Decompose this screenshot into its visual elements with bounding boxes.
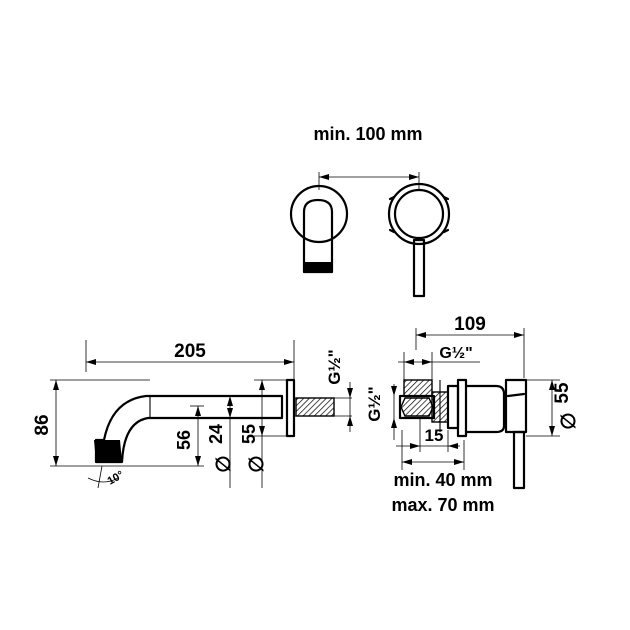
thread-top-label: G½" xyxy=(439,345,472,362)
spout-side-view: 205 86 10° xyxy=(32,340,353,489)
rosette-diameter-label: 55 xyxy=(239,424,259,444)
spout-thread xyxy=(294,397,352,417)
depth-dimension: 109 xyxy=(415,314,525,378)
mixer-side-view: 109 G½" G½" xyxy=(365,314,580,515)
wall-max-label: max. 70 mm xyxy=(391,495,494,515)
length-label: 205 xyxy=(174,341,206,362)
rosette-diameter-dimension: ∅ 55 xyxy=(239,379,287,488)
thread-side-dimension: G½" xyxy=(365,384,397,440)
thread-top-dimension: G½" xyxy=(398,345,480,380)
mixer-rosette-diameter-label: 55 xyxy=(552,382,573,404)
mixer-rosette-diameter-dimension: 55 ∅ xyxy=(526,379,580,437)
angle-dimension: 10° xyxy=(87,465,126,489)
spout-diameter-label: 24 xyxy=(206,424,226,444)
mixer-front xyxy=(387,182,451,298)
offset-label: 15 xyxy=(425,426,444,445)
thread-label: G½" xyxy=(325,349,344,384)
angle-label: 10° xyxy=(106,469,126,488)
height-dimension: 86 xyxy=(32,379,150,467)
spacing-label: min. 100 mm xyxy=(313,124,422,144)
wall-depth-dimension: min. 40 mm max. 70 mm xyxy=(391,430,495,515)
spacing-dimension xyxy=(318,172,420,190)
spout-diameter-symbol: ∅ xyxy=(213,455,235,472)
depth-label: 109 xyxy=(454,314,486,335)
length-dimension: 205 xyxy=(85,340,295,380)
valve-body xyxy=(398,379,460,432)
spout-rosette xyxy=(285,378,296,438)
spout-body xyxy=(94,394,284,464)
spout-front xyxy=(289,184,349,274)
rosette-diameter-symbol: ∅ xyxy=(246,455,268,472)
mixer-rosette-diameter-symbol: ∅ xyxy=(558,412,580,429)
height-label: 86 xyxy=(32,414,53,435)
spout-tip xyxy=(94,440,122,462)
front-view: min. 100 mm xyxy=(289,124,451,298)
drop-label: 56 xyxy=(174,430,194,450)
thread-dimension: G½" xyxy=(325,349,353,432)
spout-diameter-dimension: ∅ 24 xyxy=(206,396,235,488)
drop-dimension: 56 xyxy=(110,405,204,467)
mixer-handle xyxy=(456,378,528,490)
offset-dimension: 15 xyxy=(396,418,460,452)
wall-min-label: min. 40 mm xyxy=(393,470,492,490)
thread-side-label: G½" xyxy=(365,386,384,421)
